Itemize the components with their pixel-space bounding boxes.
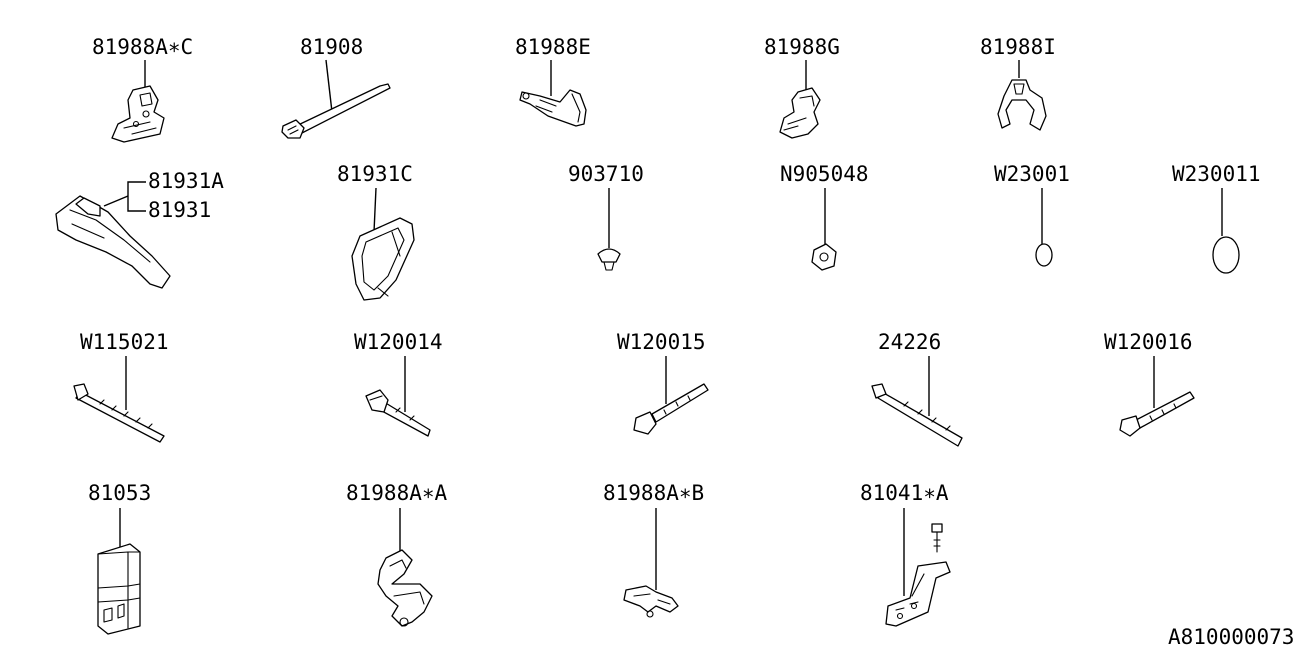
part-81053[interactable]: 81053	[88, 481, 151, 635]
illustration-81908	[281, 83, 391, 139]
illustration-w115021	[73, 383, 165, 443]
label-w23001: W23001	[994, 162, 1070, 186]
label-w230011: W230011	[1172, 162, 1261, 186]
illustration-81988i	[997, 79, 1047, 131]
part-81988a-a[interactable]: 81988A∗A	[346, 481, 448, 627]
illustration-w120014	[365, 389, 431, 437]
part-81988g[interactable]: 81988G	[764, 35, 840, 139]
label-24226: 24226	[878, 330, 941, 354]
part-81988i[interactable]: 81988I	[980, 35, 1056, 131]
illustration-w120015	[633, 383, 709, 435]
illustration-81931c	[351, 217, 415, 301]
illustration-81988g	[779, 87, 821, 139]
label-81988e: 81988E	[515, 35, 591, 59]
label-81988a-c: 81988A∗C	[92, 35, 193, 59]
label-w120016: W120016	[1104, 330, 1193, 354]
label-81041-a: 81041∗A	[860, 481, 949, 505]
part-81931a[interactable]: 81931A	[103, 169, 224, 212]
part-81988a-c[interactable]: 81988A∗C	[92, 35, 193, 143]
part-81988e[interactable]: 81988E	[515, 35, 591, 127]
label-w120014: W120014	[354, 330, 443, 354]
label-n905048: N905048	[780, 162, 869, 186]
part-n905048[interactable]: N905048	[780, 162, 869, 271]
illustration-81053	[97, 543, 141, 635]
illustration-w120016	[1119, 391, 1195, 437]
illustration-81041-a	[885, 523, 951, 627]
illustration-81988e	[519, 89, 587, 127]
illustration-81988a-c	[111, 85, 165, 143]
illustration-81931	[55, 195, 171, 289]
part-w120014[interactable]: W120014	[354, 330, 443, 437]
illustration-w23001	[1035, 243, 1053, 267]
label-81908: 81908	[300, 35, 363, 59]
part-w230011[interactable]: W230011	[1172, 162, 1261, 274]
part-w23001[interactable]: W23001	[994, 162, 1070, 267]
label-81988a-b: 81988A∗B	[603, 481, 704, 505]
label-w115021: W115021	[80, 330, 169, 354]
label-81988i: 81988I	[980, 35, 1056, 59]
illustration-81988a-b	[623, 585, 679, 618]
illustration-903710	[597, 248, 621, 271]
part-81041-a[interactable]: 81041∗A	[860, 481, 951, 627]
part-w115021[interactable]: W115021	[73, 330, 169, 443]
part-903710[interactable]: 903710	[568, 162, 644, 271]
part-24226[interactable]: 24226	[871, 330, 963, 447]
part-81908[interactable]: 81908	[281, 35, 391, 139]
label-81988a-a: 81988A∗A	[346, 481, 448, 505]
part-w120015[interactable]: W120015	[617, 330, 709, 435]
illustration-w230011	[1212, 236, 1240, 274]
label-81931: 81931	[148, 198, 211, 222]
part-81988a-b[interactable]: 81988A∗B	[603, 481, 704, 618]
part-81931[interactable]: 81931	[55, 195, 211, 289]
label-81931a: 81931A	[148, 169, 224, 193]
label-81931c: 81931C	[337, 162, 413, 186]
part-w120016[interactable]: W120016	[1104, 330, 1195, 437]
illustration-24226	[871, 383, 963, 447]
label-w120015: W120015	[617, 330, 706, 354]
label-81053: 81053	[88, 481, 151, 505]
illustration-81988a-a	[377, 549, 433, 627]
label-81988g: 81988G	[764, 35, 840, 59]
diagram-id: A810000073	[1168, 625, 1294, 649]
label-903710: 903710	[568, 162, 644, 186]
part-81931c[interactable]: 81931C	[337, 162, 415, 301]
illustration-n905048	[811, 243, 837, 271]
